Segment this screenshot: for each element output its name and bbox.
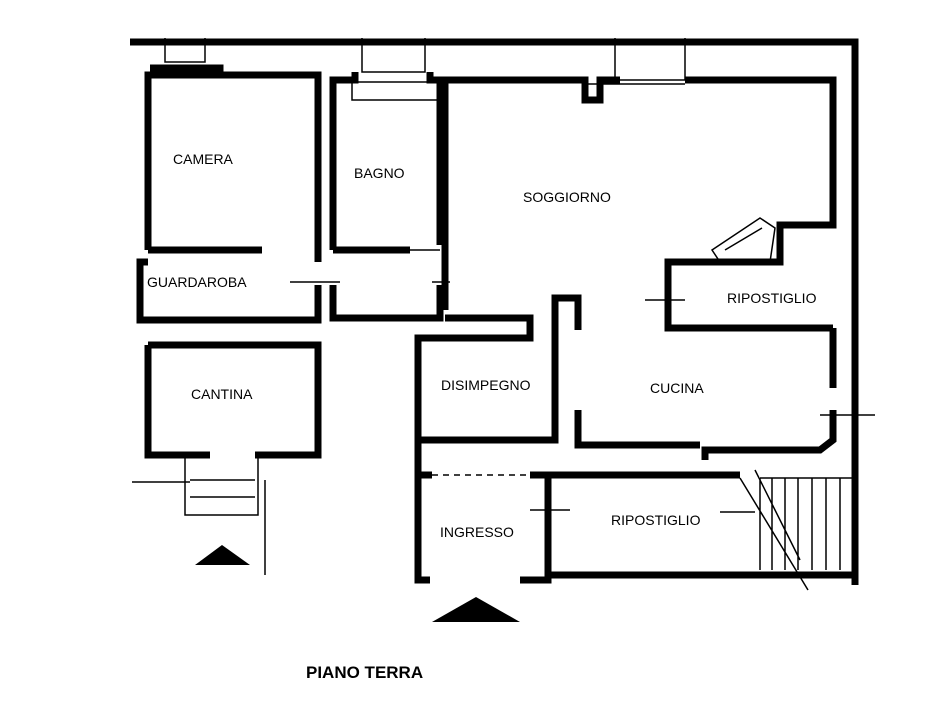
- room-label-guardaroba: GUARDAROBA: [147, 274, 247, 290]
- fireplace: [710, 217, 776, 263]
- room-label-camera: CAMERA: [173, 151, 233, 167]
- room-label-cucina: CUCINA: [650, 380, 704, 396]
- room-label-soggiorno: SOGGIORNO: [523, 189, 611, 205]
- plan-title: PIANO TERRA: [306, 663, 424, 682]
- ripostiglio-bottom-walls: [548, 471, 855, 579]
- room-label-cantina: CANTINA: [191, 386, 253, 402]
- entrance-marker-icon: [195, 545, 250, 565]
- room-label-ingresso: INGRESSO: [440, 524, 514, 540]
- room-label-ripostiglio: RIPOSTIGLIO: [727, 290, 817, 306]
- stairs: [739, 469, 855, 591]
- ingresso-divider: [432, 441, 535, 476]
- cucina-walls: [574, 328, 837, 460]
- bagno-walls: [329, 72, 444, 322]
- ingresso-walls: [414, 440, 552, 584]
- door-swings: [290, 249, 875, 513]
- outer-wall: [130, 38, 859, 585]
- main-entrance-marker-icon: [432, 597, 520, 622]
- room-label-ripostiglio-2: RIPOSTIGLIO: [611, 512, 701, 528]
- camera-walls: [136, 64, 322, 324]
- soggiorno-walls: [441, 76, 837, 332]
- cantina-walls: [144, 341, 322, 459]
- room-label-disimpegno: DISIMPEGNO: [441, 377, 531, 393]
- room-label-bagno: BAGNO: [354, 165, 405, 181]
- cantina-stair: [132, 455, 266, 575]
- window-frames: [164, 38, 686, 101]
